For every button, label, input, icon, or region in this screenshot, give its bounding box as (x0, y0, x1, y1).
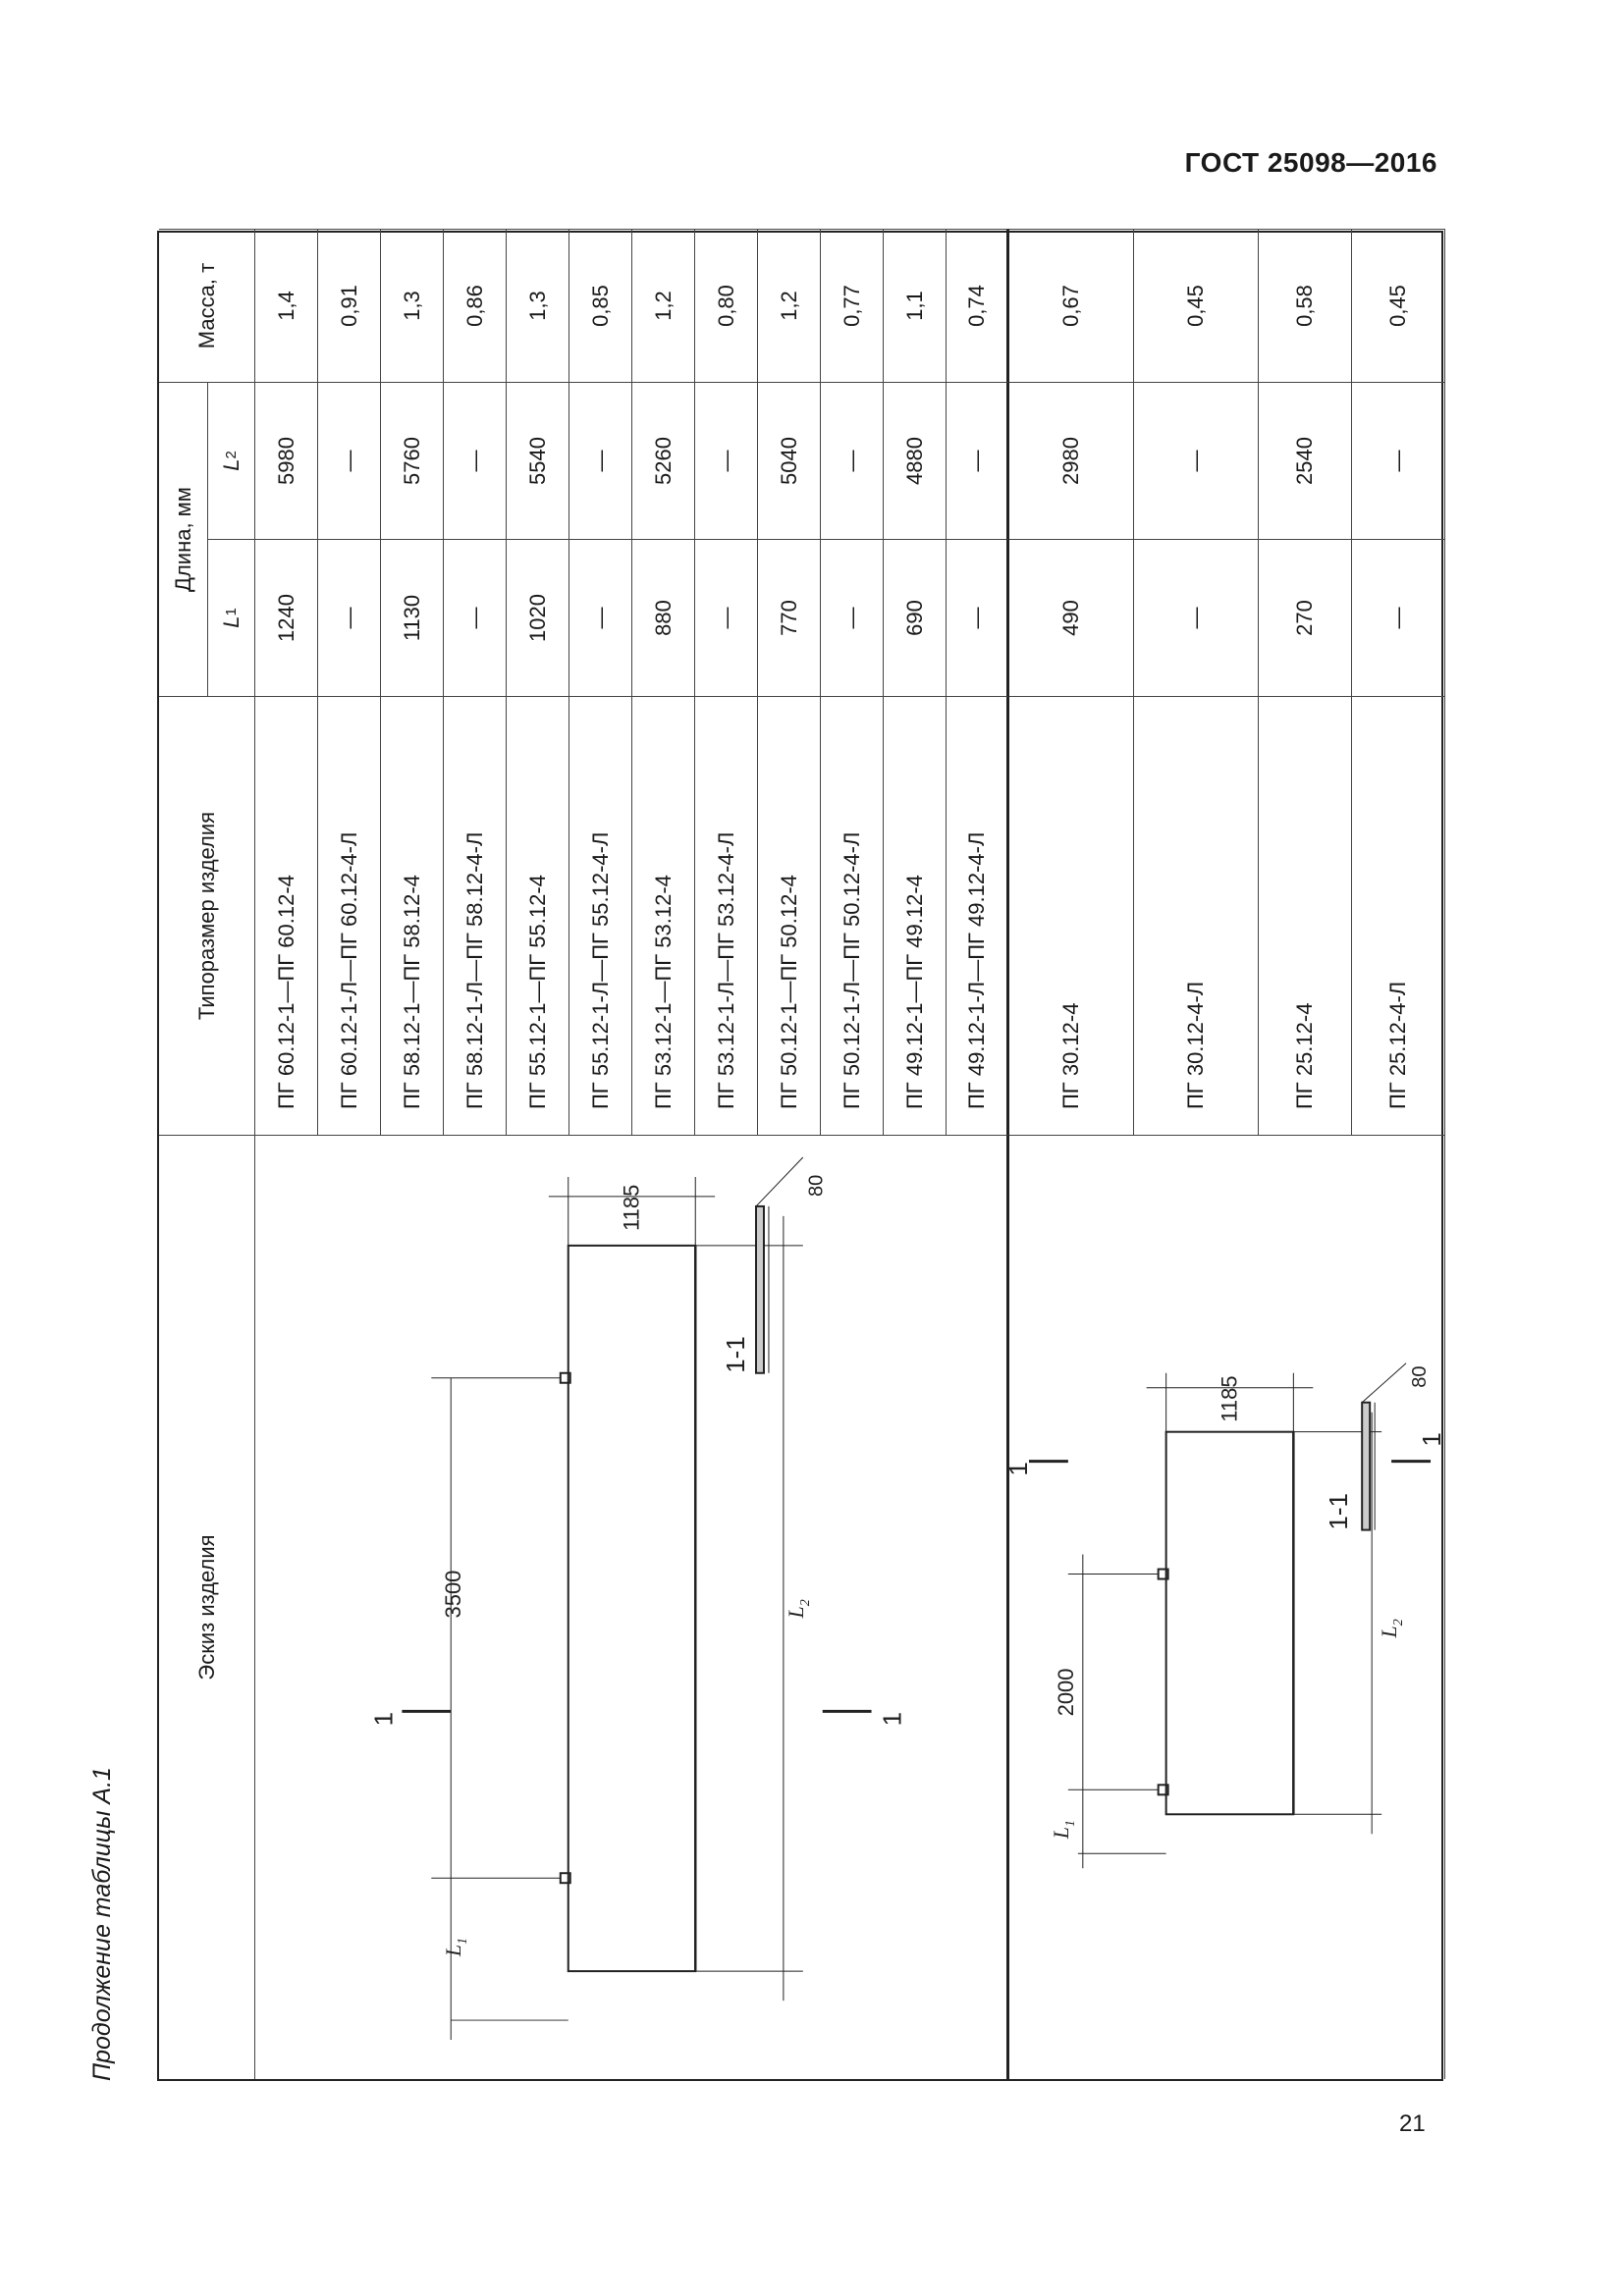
table-row-l1: 770 (758, 539, 821, 696)
table-row-mass: 1,2 (632, 229, 695, 382)
table-row-mass: 0,58 (1259, 229, 1352, 382)
table-row-mass: 0,85 (569, 229, 632, 382)
table-row-l2: 5980 (255, 382, 318, 539)
sketch2-span-dim: 2000 (1054, 1669, 1078, 1717)
table-row-mass: 0,45 (1134, 229, 1259, 382)
table-row-mass: 1,4 (255, 229, 318, 382)
table-row-l1: — (1352, 539, 1445, 696)
table-row-l1: 1020 (507, 539, 569, 696)
table-row-mass: 0,74 (947, 229, 1009, 382)
sketch2-section-label: 1-1 (1326, 1493, 1353, 1530)
table-row-type: ПГ 25.12-4 (1259, 696, 1352, 1135)
sketch2-width-dim: 1185 (1217, 1375, 1241, 1421)
table-row-l2: — (1134, 382, 1259, 539)
sketch2-thickness-dim: 80 (1409, 1366, 1431, 1388)
table-row-l2: 2540 (1259, 382, 1352, 539)
table-row-type: ПГ 55.12-1—ПГ 55.12-4 (507, 696, 569, 1135)
table-row-mass: 1,3 (507, 229, 569, 382)
table-row-l2: — (444, 382, 507, 539)
products-table: Эскиз изделия Типоразмер изделия Длина, … (157, 229, 1445, 2081)
table-row-mass: 0,80 (695, 229, 758, 382)
sketch1-section-label: 1-1 (723, 1336, 750, 1373)
table-row-mass: 0,91 (318, 229, 381, 382)
table-row-type: ПГ 25.12-4-Л (1352, 696, 1445, 1135)
table-row-l1: 1130 (381, 539, 444, 696)
sketch2-cut-mark-top: 1 (1009, 1462, 1033, 1475)
table-row-l1: 1240 (255, 539, 318, 696)
table-row-l2: 5540 (507, 382, 569, 539)
table-row-l2: — (569, 382, 632, 539)
standard-number: ГОСТ 25098—2016 (1184, 147, 1437, 178)
table-row-l1: — (1134, 539, 1259, 696)
table-row-mass: 1,1 (884, 229, 947, 382)
sketch2-l2-label: L2 (1377, 1619, 1406, 1638)
table-row-mass: 0,86 (444, 229, 507, 382)
table-row-type: ПГ 58.12-1-Л—ПГ 58.12-4-Л (444, 696, 507, 1135)
table-row-type: ПГ 58.12-1—ПГ 58.12-4 (381, 696, 444, 1135)
table-row-l1: 270 (1259, 539, 1352, 696)
table-row-l1: — (821, 539, 884, 696)
table-row-mass: 0,45 (1352, 229, 1445, 382)
slab-drawing-2: L1 2000 L2 1185 1-1 80 1 1 (1009, 1362, 1444, 1869)
table-row-type: ПГ 60.12-1—ПГ 60.12-4 (255, 696, 318, 1135)
table-row-l1: — (318, 539, 381, 696)
sketch1-l2-label: L2 (784, 1599, 813, 1619)
slab-drawing-1: L1 3500 L2 1185 1-1 80 1 1 (370, 1156, 906, 2041)
header-mass: Масса, т (159, 229, 255, 382)
table-row-l1: 490 (1009, 539, 1134, 696)
table-row-l1: — (444, 539, 507, 696)
sketch1-span-dim: 3500 (441, 1571, 465, 1619)
table-row-l1: — (569, 539, 632, 696)
header-type: Типоразмер изделия (159, 696, 255, 1135)
table-row-l2: — (318, 382, 381, 539)
sketch1-l1-label: L1 (441, 1938, 470, 1957)
sketch1-width-dim: 1185 (619, 1185, 643, 1231)
sketch2-cut-mark-bottom: 1 (1419, 1432, 1444, 1446)
table-row-l2: 5260 (632, 382, 695, 539)
sketch1-thickness-dim: 80 (806, 1175, 828, 1197)
table-row-mass: 1,3 (381, 229, 444, 382)
rotated-table-area: Продолжение таблицы А.1 Эскиз изделия Ти… (88, 229, 1445, 2081)
table-row-l2: 5040 (758, 382, 821, 539)
table-row-l2: — (695, 382, 758, 539)
table-row-type: ПГ 50.12-1-Л—ПГ 50.12-4-Л (821, 696, 884, 1135)
header-length: Длина, мм (159, 382, 208, 696)
table-row-type: ПГ 49.12-1—ПГ 49.12-4 (884, 696, 947, 1135)
table-row-type: ПГ 50.12-1—ПГ 50.12-4 (758, 696, 821, 1135)
table-row-type: ПГ 55.12-1-Л—ПГ 55.12-4-Л (569, 696, 632, 1135)
table-row-l2: 5760 (381, 382, 444, 539)
sketch2-l1-label: L1 (1049, 1820, 1078, 1840)
table-row-l1: — (947, 539, 1009, 696)
sketch1-cut-mark-top: 1 (370, 1712, 398, 1726)
table-row-type: ПГ 60.12-1-Л—ПГ 60.12-4-Л (318, 696, 381, 1135)
table-row-mass: 0,77 (821, 229, 884, 382)
table-row-type: ПГ 53.12-1—ПГ 53.12-4 (632, 696, 695, 1135)
sketch1-cut-mark-bottom: 1 (879, 1712, 906, 1726)
table-row-type: ПГ 53.12-1-Л—ПГ 53.12-4-Л (695, 696, 758, 1135)
table-row-l1: — (695, 539, 758, 696)
table-row-type: ПГ 30.12-4 (1009, 696, 1134, 1135)
header-sketch: Эскиз изделия (159, 1135, 255, 2079)
table-row-l2: 2980 (1009, 382, 1134, 539)
table-continuation-caption: Продолжение таблицы А.1 (88, 1767, 116, 2081)
table-row-l1: 880 (632, 539, 695, 696)
table-row-l2: — (1352, 382, 1445, 539)
table-row-l2: 4880 (884, 382, 947, 539)
sketch-group-1: L1 3500 L2 1185 1-1 80 1 1 (255, 1135, 1009, 2079)
page-number: 21 (1399, 2110, 1426, 2137)
table-row-type: ПГ 30.12-4-Л (1134, 696, 1259, 1135)
sketch-group-2: L1 2000 L2 1185 1-1 80 1 1 (1009, 1135, 1445, 2079)
table-row-type: ПГ 49.12-1-Л—ПГ 49.12-4-Л (947, 696, 1009, 1135)
table-row-l2: — (947, 382, 1009, 539)
table-row-mass: 0,67 (1009, 229, 1134, 382)
table-row-mass: 1,2 (758, 229, 821, 382)
table-row-l2: — (821, 382, 884, 539)
table-row-l1: 690 (884, 539, 947, 696)
